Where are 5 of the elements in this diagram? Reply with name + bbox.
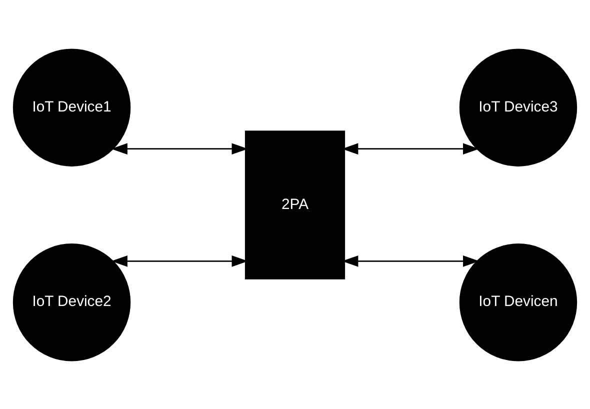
node-circle: IoT Devicen bbox=[459, 243, 578, 361]
node-box: 2PA bbox=[244, 130, 346, 279]
node-circle: IoT Device2 bbox=[12, 243, 131, 361]
node-circle: IoT Device1 bbox=[12, 48, 131, 166]
node-circle: IoT Device3 bbox=[459, 48, 578, 166]
